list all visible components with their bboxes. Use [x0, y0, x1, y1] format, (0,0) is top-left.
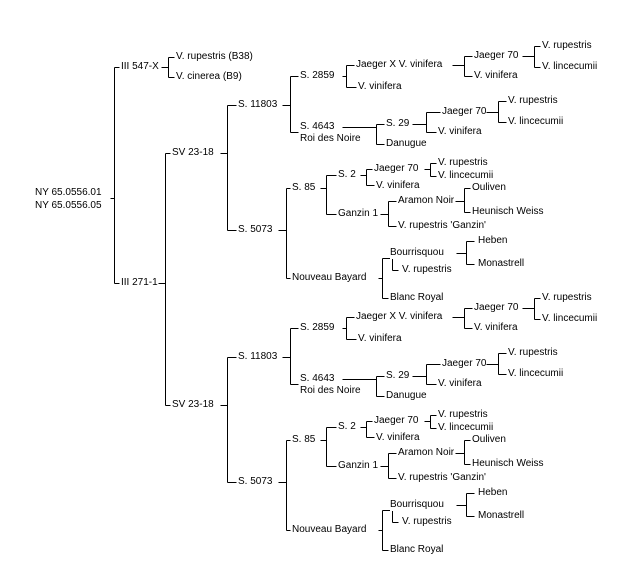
label-v-lincecumii-c: V. lincecumii	[438, 170, 494, 182]
label-v-vinifera-2-2: V. vinifera	[474, 322, 518, 334]
label-s-4643-2: S. 4643	[300, 373, 335, 385]
label-v-rupestris-c-2: V. rupestris	[438, 409, 488, 421]
label-v-rupestris-d: V. rupestris	[402, 264, 452, 276]
label-s-2-2: S. 2	[338, 421, 356, 433]
label-aramon-noir: Aramon Noir	[398, 195, 455, 207]
label-v-lincecumii-2: V. lincecumii	[542, 313, 598, 325]
label-nouveau-bayard: Nouveau Bayard	[292, 272, 367, 284]
label-roi-des-noire: Roi des Noire	[300, 133, 361, 145]
label-v-vinifera-2: V. vinifera	[474, 70, 518, 82]
root-label-line2: NY 65.0556.05	[35, 200, 102, 212]
label-s-85-2: S. 85	[292, 434, 316, 446]
label-s-5073-2: S. 5073	[238, 476, 273, 488]
label-heunisch-weiss: Heunisch Weiss	[472, 206, 544, 218]
label-v-vinifera-2: V. vinifera	[358, 333, 402, 345]
label-v-cinerea-b9: V. cinerea (B9)	[176, 71, 242, 83]
label-v-vinifera: V. vinifera	[358, 81, 402, 93]
label-monastrell-2: Monastrell	[478, 510, 525, 522]
label-v-lincecumii-c-2: V. lincecumii	[438, 422, 494, 434]
label-v-vinifera-3-2: V. vinifera	[438, 378, 482, 390]
label-s-85: S. 85	[292, 182, 316, 194]
label-jaeger-x-vinifera-2: Jaeger X V. vinifera	[356, 311, 443, 323]
label-s-2859-2: S. 2859	[300, 322, 335, 334]
label-s-29: S. 29	[386, 118, 410, 130]
label-blanc-royal-2: Blanc Royal	[390, 544, 444, 556]
label-v-vinifera-3: V. vinifera	[438, 126, 482, 138]
label-v-rupestris-d-2: V. rupestris	[402, 516, 452, 528]
label-v-lincecumii: V. lincecumii	[542, 61, 598, 73]
label-v-lincecumii-b: V. lincecumii	[508, 116, 564, 128]
label-s-5073: S. 5073	[238, 224, 273, 236]
label-ganzin-1-2: Ganzin 1	[338, 460, 379, 472]
label-sv-23-18: SV 23-18	[172, 147, 214, 159]
label-jaeger-70-b-2: Jaeger 70	[442, 358, 487, 370]
label-s-4643: S. 4643	[300, 121, 335, 133]
label-iii-547-x: III 547-X	[121, 61, 159, 73]
label-sv-23-18-2: SV 23-18	[172, 399, 214, 411]
label-ouliven: Ouliven	[472, 182, 506, 194]
label-v-rupestris-2: V. rupestris	[542, 292, 592, 304]
label-v-rupestris-c: V. rupestris	[438, 157, 488, 169]
label-monastrell: Monastrell	[478, 258, 525, 270]
label-bourrisquou: Bourrisquou	[390, 247, 444, 259]
label-jaeger-70-2: Jaeger 70	[474, 302, 519, 314]
label-aramon-noir-2: Aramon Noir	[398, 447, 455, 459]
label-heunisch-weiss-2: Heunisch Weiss	[472, 458, 544, 470]
label-danugue-2: Danugue	[386, 390, 427, 402]
label-heben: Heben	[478, 235, 508, 247]
label-ganzin-1: Ganzin 1	[338, 208, 379, 220]
label-v-vinifera-4: V. vinifera	[376, 180, 420, 192]
label-danugue: Danugue	[386, 138, 427, 150]
label-v-rupestris: V. rupestris	[542, 40, 592, 52]
label-v-rupestris-b-2: V. rupestris	[508, 347, 558, 359]
root-label-line1: NY 65.0556.01	[35, 187, 102, 199]
label-blanc-royal: Blanc Royal	[390, 292, 444, 304]
label-s-11803-2: S. 11803	[238, 351, 278, 363]
label-roi-des-noire-2: Roi des Noire	[300, 385, 361, 397]
label-bourrisquou-2: Bourrisquou	[390, 499, 444, 511]
label-v-rupestris-ganzin-2: V. rupestris 'Ganzin'	[398, 472, 486, 484]
label-ouliven-2: Ouliven	[472, 434, 506, 446]
label-v-rupestris-ganzin: V. rupestris 'Ganzin'	[398, 220, 486, 232]
label-v-vinifera-4-2: V. vinifera	[376, 432, 420, 444]
label-iii-271-1: III 271-1	[121, 277, 158, 289]
label-jaeger-x-vinifera: Jaeger X V. vinifera	[356, 59, 443, 71]
label-jaeger-70: Jaeger 70	[474, 50, 519, 62]
label-s-2859: S. 2859	[300, 70, 335, 82]
label-jaeger-70-c: Jaeger 70	[374, 163, 419, 175]
label-s-11803: S. 11803	[238, 99, 278, 111]
label-jaeger-70-c-2: Jaeger 70	[374, 415, 419, 427]
label-v-lincecumii-b-2: V. lincecumii	[508, 368, 564, 380]
label-nouveau-bayard-2: Nouveau Bayard	[292, 524, 367, 536]
label-v-rupestris-b38: V. rupestris (B38)	[176, 51, 253, 63]
label-s-29-2: S. 29	[386, 370, 410, 382]
label-jaeger-70-b: Jaeger 70	[442, 106, 487, 118]
label-heben-2: Heben	[478, 487, 508, 499]
label-v-rupestris-b: V. rupestris	[508, 95, 558, 107]
label-s-2: S. 2	[338, 169, 356, 181]
